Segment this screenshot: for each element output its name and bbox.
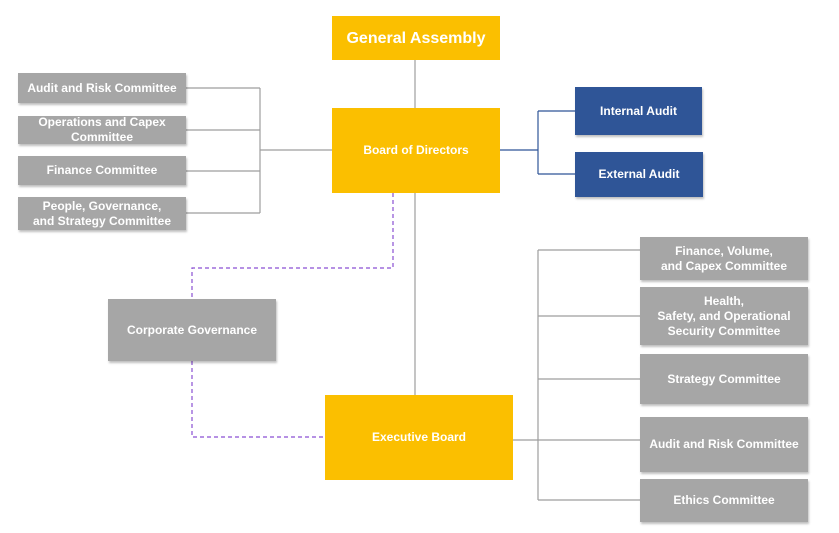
corporate-governance-node: Corporate Governance bbox=[108, 299, 276, 361]
connector-corporate-governance-dashed bbox=[191, 193, 394, 438]
connector-audit bbox=[500, 110, 575, 175]
executive-committee-finance-volume-capex: Finance, Volume, and Capex Committee bbox=[640, 237, 808, 280]
executive-board-node: Executive Board bbox=[325, 395, 513, 480]
executive-committee-audit-risk: Audit and Risk Committee bbox=[640, 417, 808, 472]
board-committee-audit-risk: Audit and Risk Committee bbox=[18, 73, 186, 103]
executive-committee-health-safety-security: Health, Safety, and Operational Security… bbox=[640, 287, 808, 345]
connector-executive-committees bbox=[513, 249, 640, 501]
board-of-directors-node: Board of Directors bbox=[332, 108, 500, 193]
internal-audit-node: Internal Audit bbox=[575, 87, 702, 135]
general-assembly-node: General Assembly bbox=[332, 16, 500, 60]
board-committee-people-governance-strategy: People, Governance, and Strategy Committ… bbox=[18, 197, 186, 230]
board-committee-operations-capex: Operations and Capex Committee bbox=[18, 115, 186, 144]
connector-board-committees bbox=[186, 87, 332, 214]
executive-committee-ethics: Ethics Committee bbox=[640, 479, 808, 522]
executive-committee-strategy: Strategy Committee bbox=[640, 354, 808, 404]
board-committee-finance: Finance Committee bbox=[18, 156, 186, 185]
external-audit-node: External Audit bbox=[575, 152, 703, 197]
